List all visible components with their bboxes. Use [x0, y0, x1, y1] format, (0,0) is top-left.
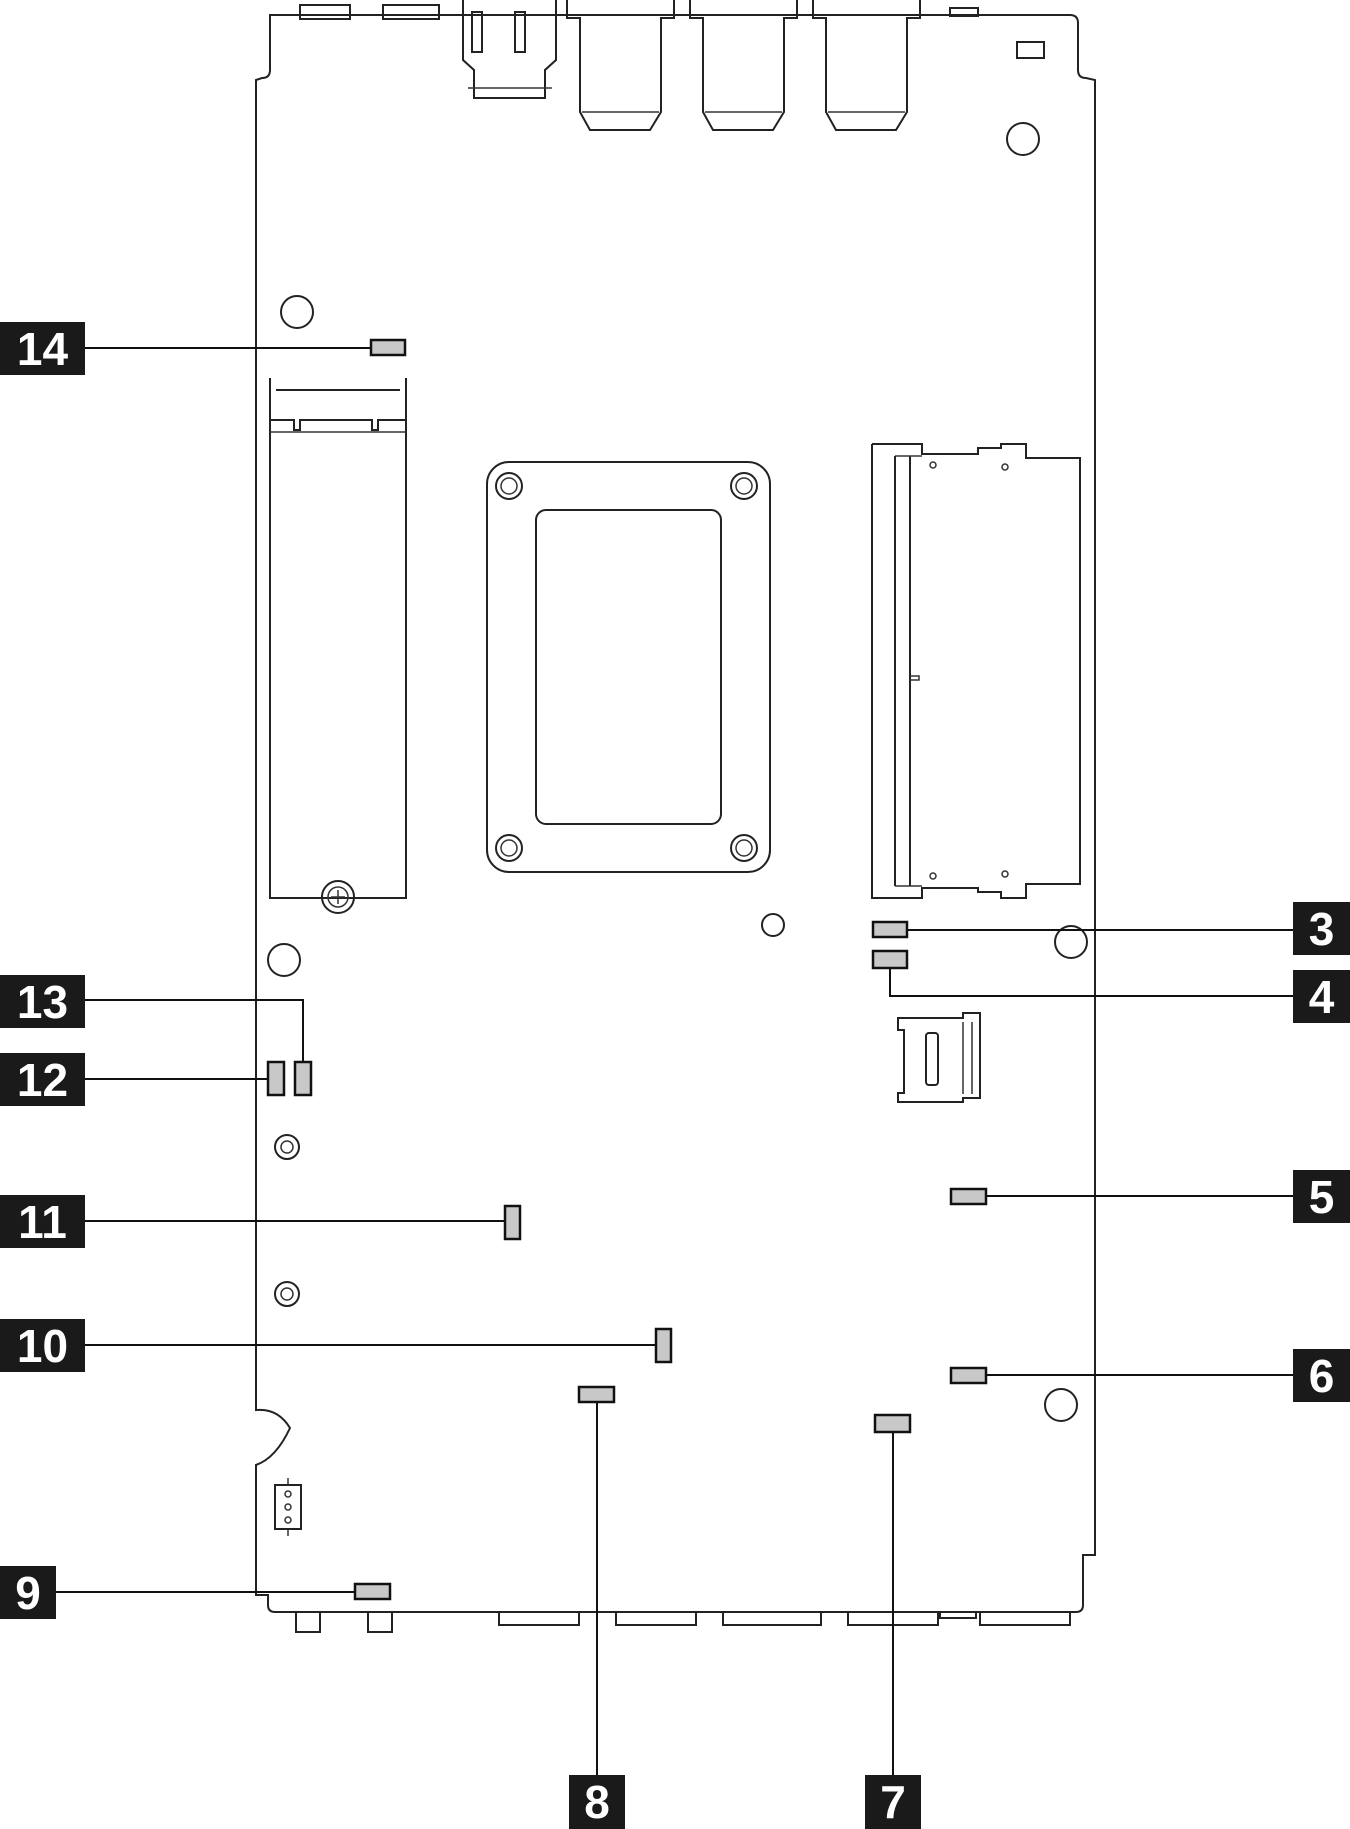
ethernet-port-2: [689, 0, 798, 131]
rear-io-connectors: [299, 0, 979, 131]
mounting-hole: [267, 943, 301, 977]
callout-14-label: 14: [17, 323, 69, 375]
connector-3: [871, 920, 909, 939]
standoff: [274, 1134, 300, 1160]
m2-screw: [321, 880, 355, 914]
callout-6: 6: [1293, 1349, 1350, 1402]
front-edge-connectors: [295, 1611, 1071, 1633]
connector-10: [654, 1327, 673, 1364]
ethernet-port-3: [812, 0, 921, 131]
mounting-hole: [1006, 122, 1040, 156]
connector-13: [293, 1060, 313, 1097]
callout-8: 8: [569, 1775, 625, 1829]
standoff: [274, 1281, 300, 1307]
callout-11: 11: [0, 1195, 85, 1248]
callout-12: 12: [0, 1053, 85, 1106]
callout-10: 10: [0, 1319, 85, 1372]
board-marker: [1016, 41, 1045, 59]
callout-9: 9: [0, 1566, 56, 1619]
connector-7: [873, 1413, 912, 1434]
callout-13-label: 13: [17, 976, 68, 1028]
callout-4-label: 4: [1309, 971, 1335, 1023]
m2-slot: [269, 378, 407, 914]
callout-5-label: 5: [1309, 1171, 1335, 1223]
callout-13: 13: [0, 975, 85, 1028]
leader-lines: [56, 347, 1293, 1775]
callout-7: 7: [865, 1775, 921, 1829]
rear-port-b: [382, 4, 440, 20]
callout-5: 5: [1293, 1170, 1350, 1223]
ethernet-port-1: [566, 0, 675, 131]
connector-12: [266, 1060, 286, 1097]
mounting-hole: [1044, 1388, 1078, 1422]
microsd-slot: [897, 1012, 981, 1103]
usb-port: [462, 0, 557, 99]
callout-4: 4: [1293, 970, 1350, 1023]
processor-socket: [486, 461, 771, 873]
mounting-hole: [280, 295, 314, 329]
rear-port-a: [299, 4, 351, 20]
jumper-block: [274, 1478, 302, 1536]
callout-6-label: 6: [1309, 1350, 1335, 1402]
callout-11-label: 11: [18, 1196, 67, 1248]
connector-8: [577, 1385, 616, 1404]
mounting-hole: [761, 913, 785, 937]
callout-3: 3: [1293, 902, 1350, 955]
callout-14: 14: [0, 322, 85, 375]
mounting-hole: [1054, 925, 1088, 959]
connector-6: [949, 1366, 988, 1385]
callout-12-label: 12: [17, 1054, 68, 1106]
dimm-slot: [871, 443, 1081, 899]
callout-10-label: 10: [17, 1320, 68, 1372]
connector-9: [353, 1582, 392, 1601]
connector-4: [871, 949, 909, 970]
connector-5: [949, 1187, 988, 1206]
callout-3-label: 3: [1309, 903, 1335, 955]
connector-11: [503, 1204, 522, 1241]
connector-14: [369, 338, 407, 357]
callout-7-label: 7: [880, 1776, 906, 1828]
callout-8-label: 8: [584, 1776, 610, 1828]
rear-port-small: [949, 7, 979, 17]
callout-9-label: 9: [15, 1567, 41, 1619]
board-outline: [255, 14, 1096, 1613]
